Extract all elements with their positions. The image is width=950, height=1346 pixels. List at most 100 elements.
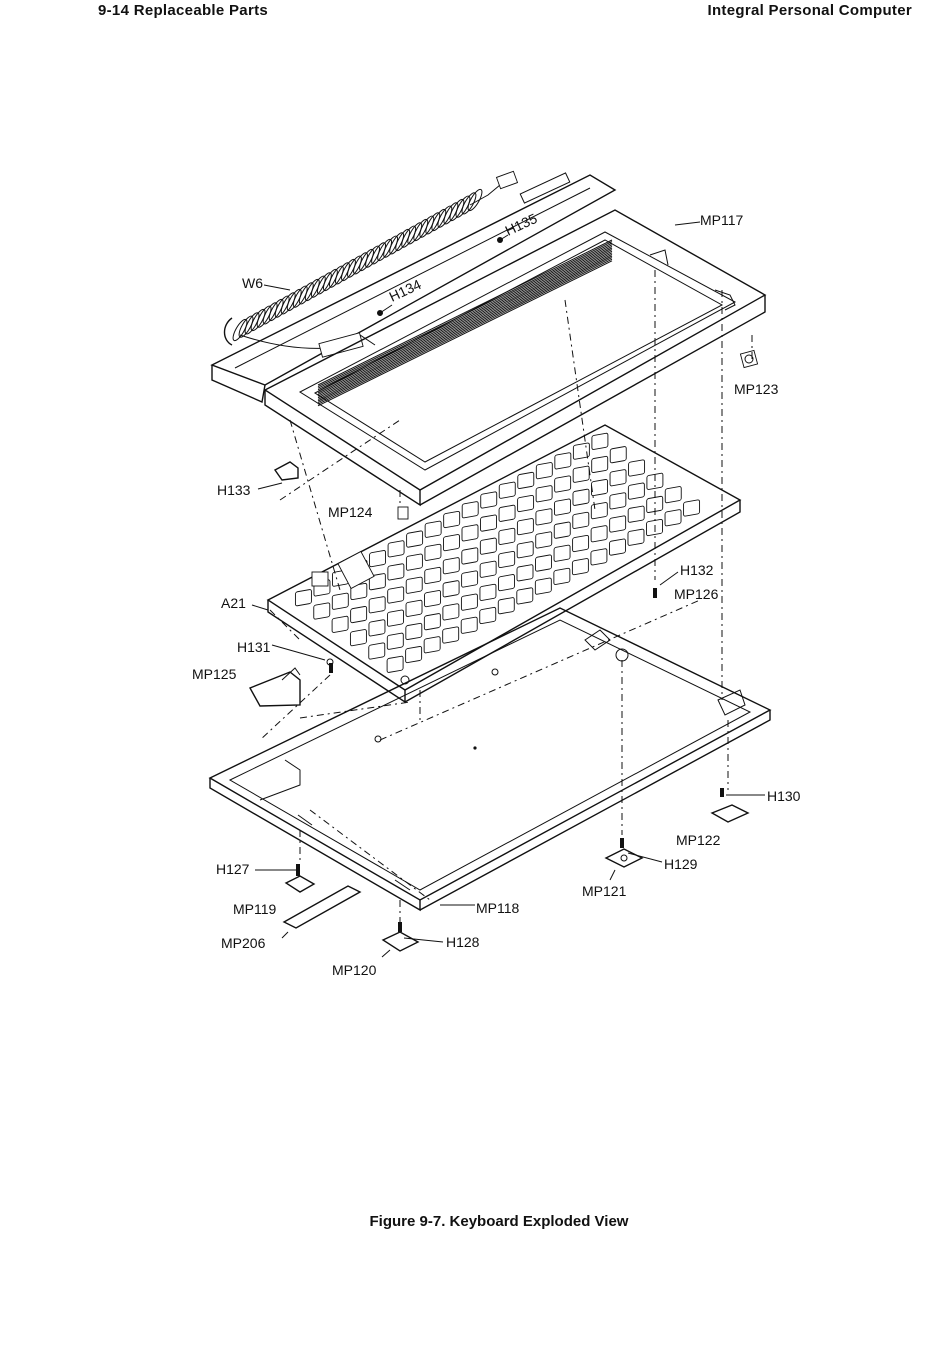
keycap <box>664 486 682 504</box>
hatch-line <box>317 255 613 402</box>
keycap <box>479 537 497 555</box>
keycap <box>460 616 478 634</box>
label-mp118: MP118 <box>476 900 520 916</box>
keycap <box>423 636 441 654</box>
keycap <box>387 540 405 558</box>
top-cover-rear <box>210 172 617 403</box>
hatch-line <box>317 244 613 391</box>
label-mp206: MP206 <box>221 935 266 951</box>
keycap <box>368 596 386 614</box>
keycap <box>553 521 571 539</box>
keycap <box>387 609 404 627</box>
keycap <box>553 567 571 585</box>
label-h129: H129 <box>664 856 698 872</box>
keycap <box>683 499 701 517</box>
screw-h127 <box>296 864 300 876</box>
keycap <box>406 530 424 548</box>
keycap <box>497 597 515 615</box>
keycap <box>479 560 497 578</box>
keycap <box>368 573 386 591</box>
label-mp122: MP122 <box>676 832 721 848</box>
keycap <box>405 622 423 640</box>
screw-h131 <box>329 663 333 673</box>
label-mp121: MP121 <box>582 883 627 899</box>
leader-lines <box>251 221 765 958</box>
keycap <box>572 511 590 529</box>
keycap <box>405 576 423 594</box>
keycap <box>442 626 460 644</box>
cable-coil <box>467 188 483 212</box>
keycap <box>498 527 516 545</box>
hatch-line <box>317 252 613 399</box>
keycap <box>387 586 405 604</box>
keycap <box>460 593 478 611</box>
keycap <box>498 504 516 522</box>
label-a21: A21 <box>221 595 246 611</box>
keycap <box>591 455 609 473</box>
label-mp119: MP119 <box>233 901 277 917</box>
keycap <box>331 615 349 633</box>
pad-mp125 <box>249 667 301 707</box>
figure-caption: Figure 9-7. Keyboard Exploded View <box>369 1213 629 1230</box>
keycap <box>572 488 590 506</box>
keycap <box>571 558 589 576</box>
keycap <box>572 534 590 553</box>
keycap <box>331 592 349 610</box>
keycap <box>590 525 608 543</box>
keycap <box>498 574 515 592</box>
keycap <box>480 514 497 532</box>
screw-h132 <box>653 588 657 598</box>
label-mp125: MP125 <box>192 666 237 682</box>
foot-mp122 <box>710 804 750 823</box>
keycap <box>627 482 645 500</box>
hatch-line <box>317 250 613 397</box>
keycap <box>386 655 404 673</box>
screw-h130 <box>720 788 724 797</box>
keycap <box>479 606 497 625</box>
bezel-mp117 <box>263 209 767 507</box>
keycap <box>294 589 312 607</box>
bottom-case-mp118 <box>208 607 772 912</box>
keycap <box>369 550 386 568</box>
hatch-line <box>317 247 613 394</box>
keycap <box>313 602 331 620</box>
keycap <box>609 515 627 533</box>
keycap <box>368 619 386 637</box>
keycap <box>534 577 552 595</box>
keycap <box>498 481 516 499</box>
foot-mp119 <box>284 875 316 893</box>
keycap <box>516 541 534 559</box>
keycap <box>517 494 535 513</box>
hatch-line <box>317 239 613 386</box>
page-header-right: Integral Personal Computer <box>707 2 912 19</box>
keycap <box>442 580 460 598</box>
keycap <box>609 492 627 510</box>
keycap <box>461 547 479 565</box>
keycap <box>572 442 590 460</box>
strip-mp206 <box>282 885 362 929</box>
label-h131: H131 <box>237 639 271 655</box>
assembly-lines <box>259 270 753 925</box>
label-mp123: MP123 <box>734 381 779 397</box>
keycap <box>535 531 553 549</box>
label-h130: H130 <box>767 788 801 804</box>
label-mp124: MP124 <box>328 504 373 520</box>
keycap <box>387 563 405 581</box>
keycap <box>424 590 441 608</box>
keycap <box>516 518 534 536</box>
coiled-cable-w6 <box>223 170 519 349</box>
clip-mp124 <box>397 506 409 520</box>
keycap <box>405 553 423 571</box>
keycap <box>590 502 608 520</box>
keyboard-assembly-a21 <box>266 424 742 704</box>
keycap <box>461 570 479 588</box>
keycap <box>535 554 552 572</box>
keycap <box>480 491 498 509</box>
foot-mp123 <box>739 349 759 369</box>
label-h128: H128 <box>446 934 480 950</box>
keycap <box>443 510 461 529</box>
keycap <box>498 550 516 569</box>
keycap <box>590 548 608 566</box>
hatch-line <box>317 257 613 404</box>
keycap <box>609 538 626 556</box>
